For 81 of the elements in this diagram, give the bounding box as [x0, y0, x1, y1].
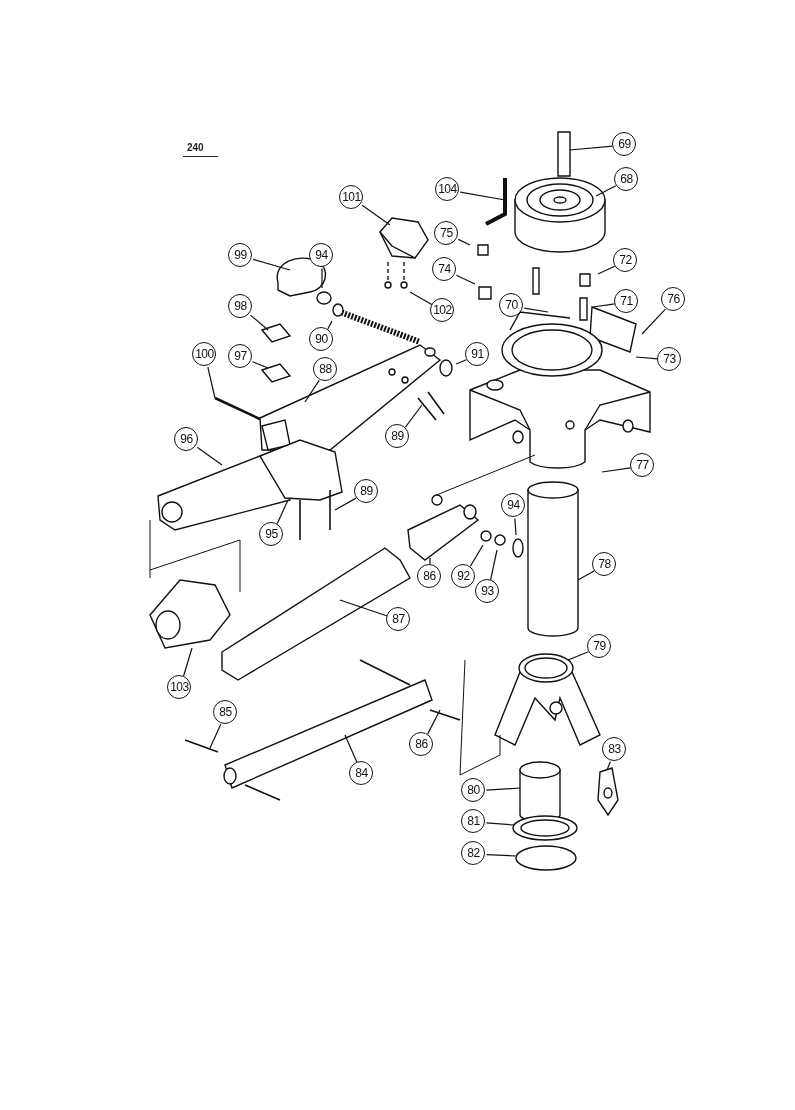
- callout-number: 68: [614, 167, 639, 192]
- leader-line: [523, 307, 549, 313]
- leader-line: [490, 549, 498, 581]
- leader-line: [485, 787, 521, 791]
- leader-line: [455, 359, 468, 365]
- callout-number: 100: [192, 342, 217, 367]
- leader-line: [339, 599, 388, 617]
- callout-number: 93: [475, 579, 500, 604]
- callout-number: 81: [461, 809, 486, 834]
- leader-line: [344, 734, 358, 764]
- callout-number: 70: [499, 293, 524, 318]
- leader-line: [567, 651, 589, 661]
- callout-number: 73: [657, 347, 682, 372]
- leader-line: [595, 185, 617, 197]
- leader-line: [459, 191, 506, 201]
- callout-number: 96: [174, 427, 199, 452]
- leader-line: [404, 404, 423, 428]
- leader-line: [252, 258, 291, 271]
- callout-number: 77: [630, 453, 655, 478]
- callout-number: 101: [339, 185, 364, 210]
- leader-line: [361, 204, 391, 226]
- callout-number: 85: [213, 700, 238, 725]
- leader-line: [334, 497, 357, 511]
- leader-line: [409, 291, 433, 306]
- leader-line: [321, 267, 323, 289]
- leader-line: [196, 446, 223, 466]
- callout-number: 91: [465, 342, 490, 367]
- leader-line: [327, 320, 333, 330]
- callout-number: 98: [228, 294, 253, 319]
- page-number: 240: [183, 142, 218, 157]
- leader-line: [569, 145, 614, 151]
- leader-line: [597, 265, 616, 275]
- leader-line: [455, 274, 476, 285]
- leader-line: [577, 570, 595, 581]
- leader-line: [209, 723, 222, 749]
- callout-number: 94: [309, 243, 334, 268]
- callout-number: 76: [661, 287, 686, 312]
- callout-number: 74: [432, 257, 457, 282]
- callout-number: 82: [461, 841, 486, 866]
- leader-line: [514, 517, 517, 536]
- leader-line: [485, 854, 517, 857]
- callout-number: 102: [430, 298, 455, 323]
- leader-line: [183, 647, 193, 677]
- callout-number: 69: [612, 132, 637, 157]
- callout-number: 75: [434, 221, 459, 246]
- leader-line: [457, 238, 471, 246]
- callout-number: 88: [313, 357, 338, 382]
- callout-number: 71: [614, 289, 639, 314]
- leader-line: [304, 379, 320, 403]
- leader-line: [276, 499, 289, 525]
- callout-number: 86: [417, 564, 442, 589]
- callout-number: 104: [435, 177, 460, 202]
- callout-number: 80: [461, 778, 486, 803]
- callout-number: 90: [309, 327, 334, 352]
- leader-line: [635, 356, 659, 360]
- leader-line: [485, 822, 515, 826]
- callout-number: 84: [349, 761, 374, 786]
- callout-number: 89: [385, 424, 410, 449]
- callout-number: 89: [354, 479, 379, 504]
- leader-line: [606, 761, 611, 771]
- leader-line: [592, 303, 616, 308]
- callout-number: 95: [259, 522, 284, 547]
- leader-line: [249, 314, 269, 331]
- callout-number: 78: [592, 552, 617, 577]
- leader-line: [601, 467, 632, 473]
- leader-line: [429, 557, 431, 566]
- callout-number: 87: [386, 607, 411, 632]
- callout-number: 92: [451, 564, 476, 589]
- callout-number: 79: [587, 634, 612, 659]
- callout-number: 86: [409, 732, 434, 757]
- leader-line: [469, 544, 484, 567]
- leader-line: [252, 361, 269, 369]
- callout-number: 83: [602, 737, 627, 762]
- callout-number: 94: [501, 493, 526, 518]
- callout-number: 99: [228, 243, 253, 268]
- callout-number: 72: [613, 248, 638, 273]
- leader-line: [641, 308, 667, 335]
- leader-line: [207, 366, 216, 399]
- leader-line: [427, 709, 441, 735]
- callout-number: 103: [167, 675, 192, 700]
- callout-number: 97: [228, 344, 253, 369]
